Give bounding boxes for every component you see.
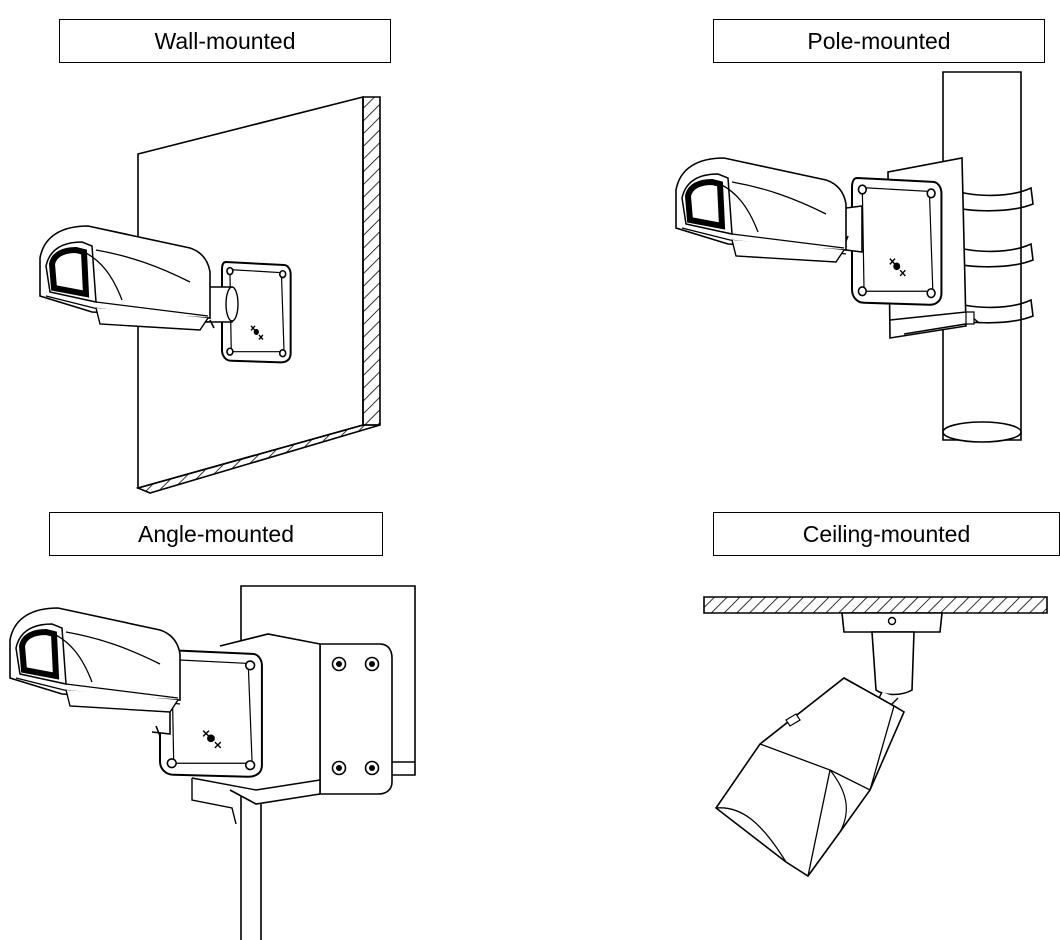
pole-mounted-label: Pole-mounted xyxy=(713,19,1045,63)
wall-mounted-label: Wall-mounted xyxy=(59,19,391,63)
ceiling-mounted-label: Ceiling-mounted xyxy=(713,512,1060,556)
pole-mounted-scene xyxy=(676,72,1033,442)
wall-mounted-scene xyxy=(40,97,380,493)
ceiling-mounted-scene xyxy=(704,597,1047,876)
angle-mounted-label: Angle-mounted xyxy=(49,512,383,556)
angle-mounted-scene xyxy=(10,586,415,940)
